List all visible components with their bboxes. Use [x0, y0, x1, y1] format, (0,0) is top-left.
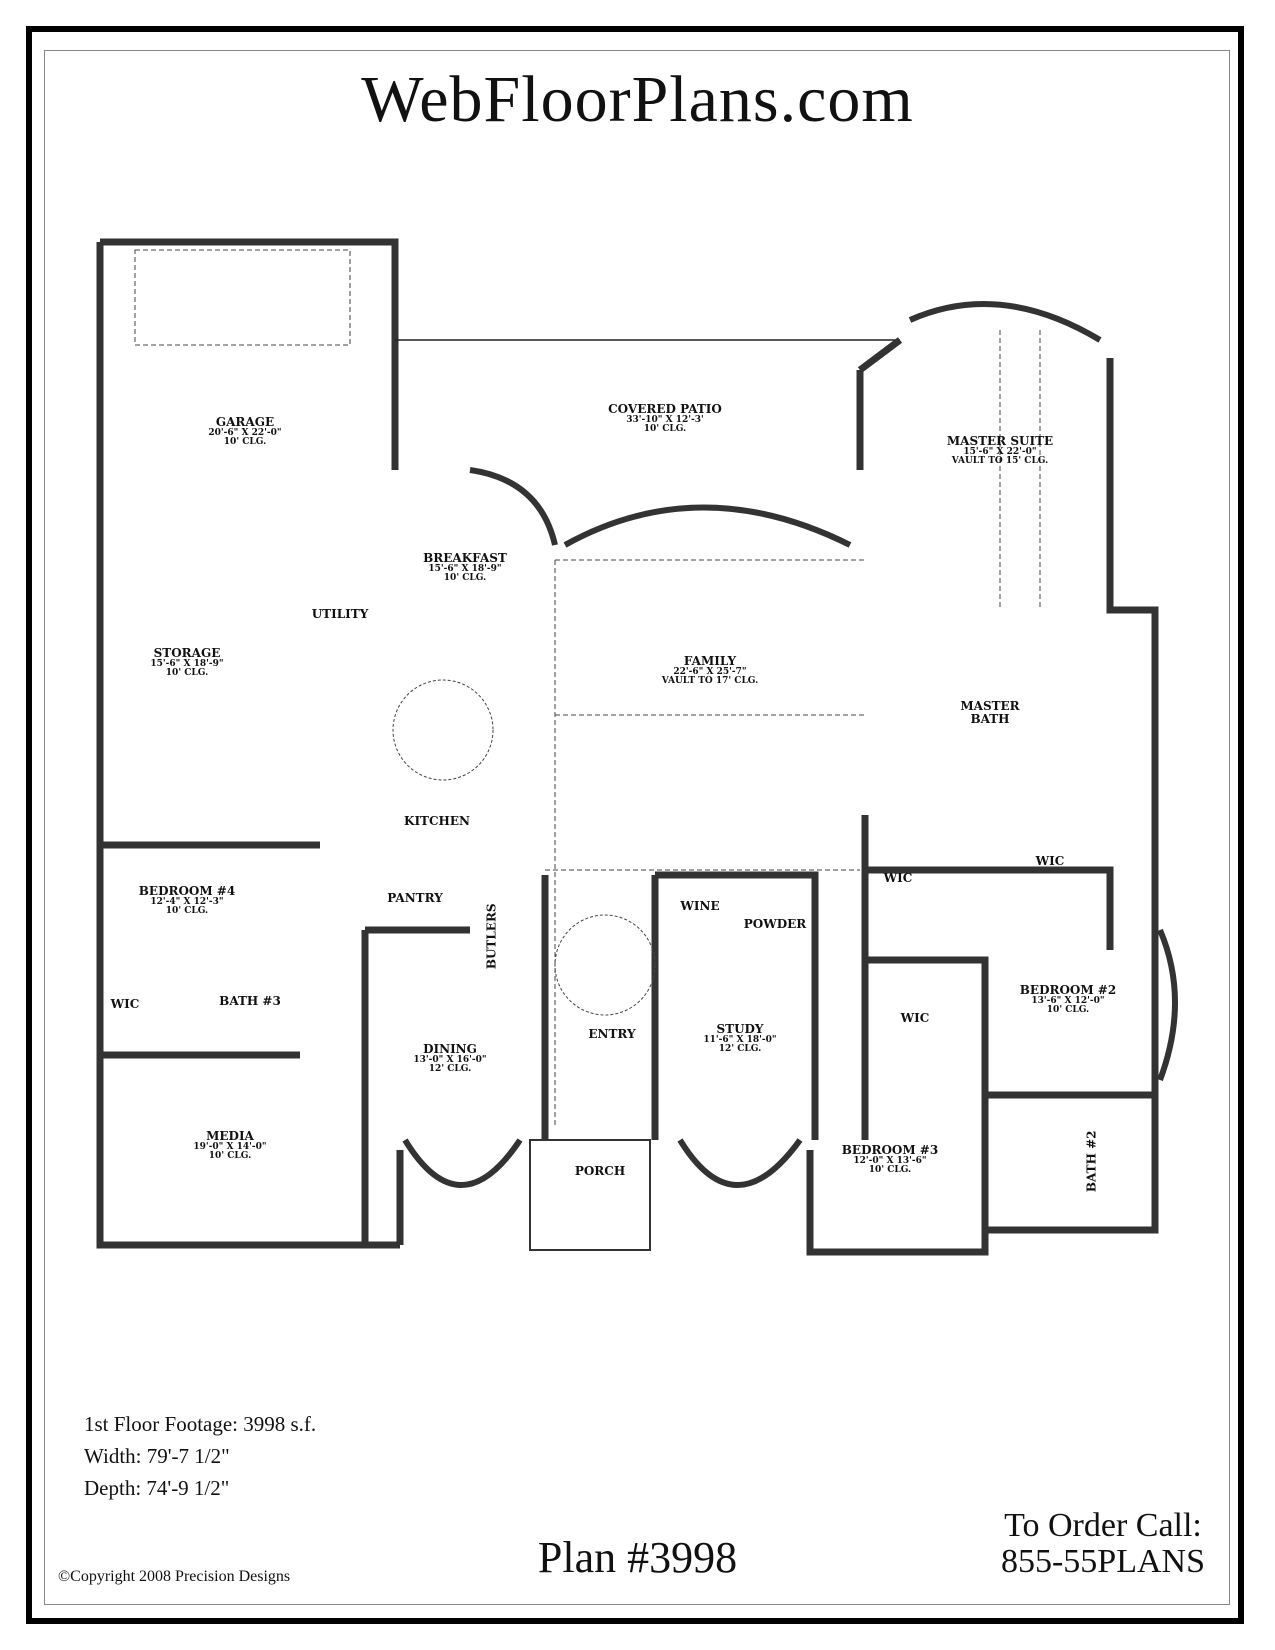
room-pantry: PANTRY [387, 891, 443, 905]
room-wic-master-2: WIC [1035, 854, 1065, 868]
order-phone: 855-55PLANS [1000, 1542, 1205, 1580]
copyright-text: ©Copyright 2008 Precision Designs [58, 1568, 291, 1585]
plan-depth: Depth: 74'-9 1/2" [84, 1476, 230, 1500]
room-wic-bedroom-3: WIC [900, 1011, 930, 1025]
room-bath-3: BATH #3 [219, 994, 281, 1008]
plan-number: Plan #3998 [537, 1533, 738, 1582]
room-wic-master-1: WIC [883, 871, 913, 885]
room-powder: POWDER [743, 917, 807, 931]
room-wic-bedroom-4: WIC [110, 997, 140, 1011]
site-title: WebFloorPlans.com [361, 63, 914, 136]
floor-footage: 1st Floor Footage: 3998 s.f. [84, 1412, 317, 1436]
room-master-bath: MASTER BATH [960, 699, 1020, 726]
room-utility: UTILITY [311, 607, 369, 621]
room-wine: WINE [680, 899, 720, 913]
order-label: To Order Call: [1004, 1507, 1202, 1544]
room-entry: ENTRY [588, 1027, 636, 1041]
room-bath-2: BATH #2 [1084, 1130, 1099, 1193]
plan-width: Width: 79'-7 1/2" [84, 1444, 230, 1468]
order-info: To Order Call: 855-55PLANS [1001, 1508, 1205, 1579]
inner-border [44, 50, 1230, 1605]
room-porch: PORCH [574, 1164, 626, 1178]
room-butlers: BUTLERS [484, 903, 499, 970]
room-kitchen: KITCHEN [404, 814, 470, 828]
outer-border [26, 26, 1244, 1624]
